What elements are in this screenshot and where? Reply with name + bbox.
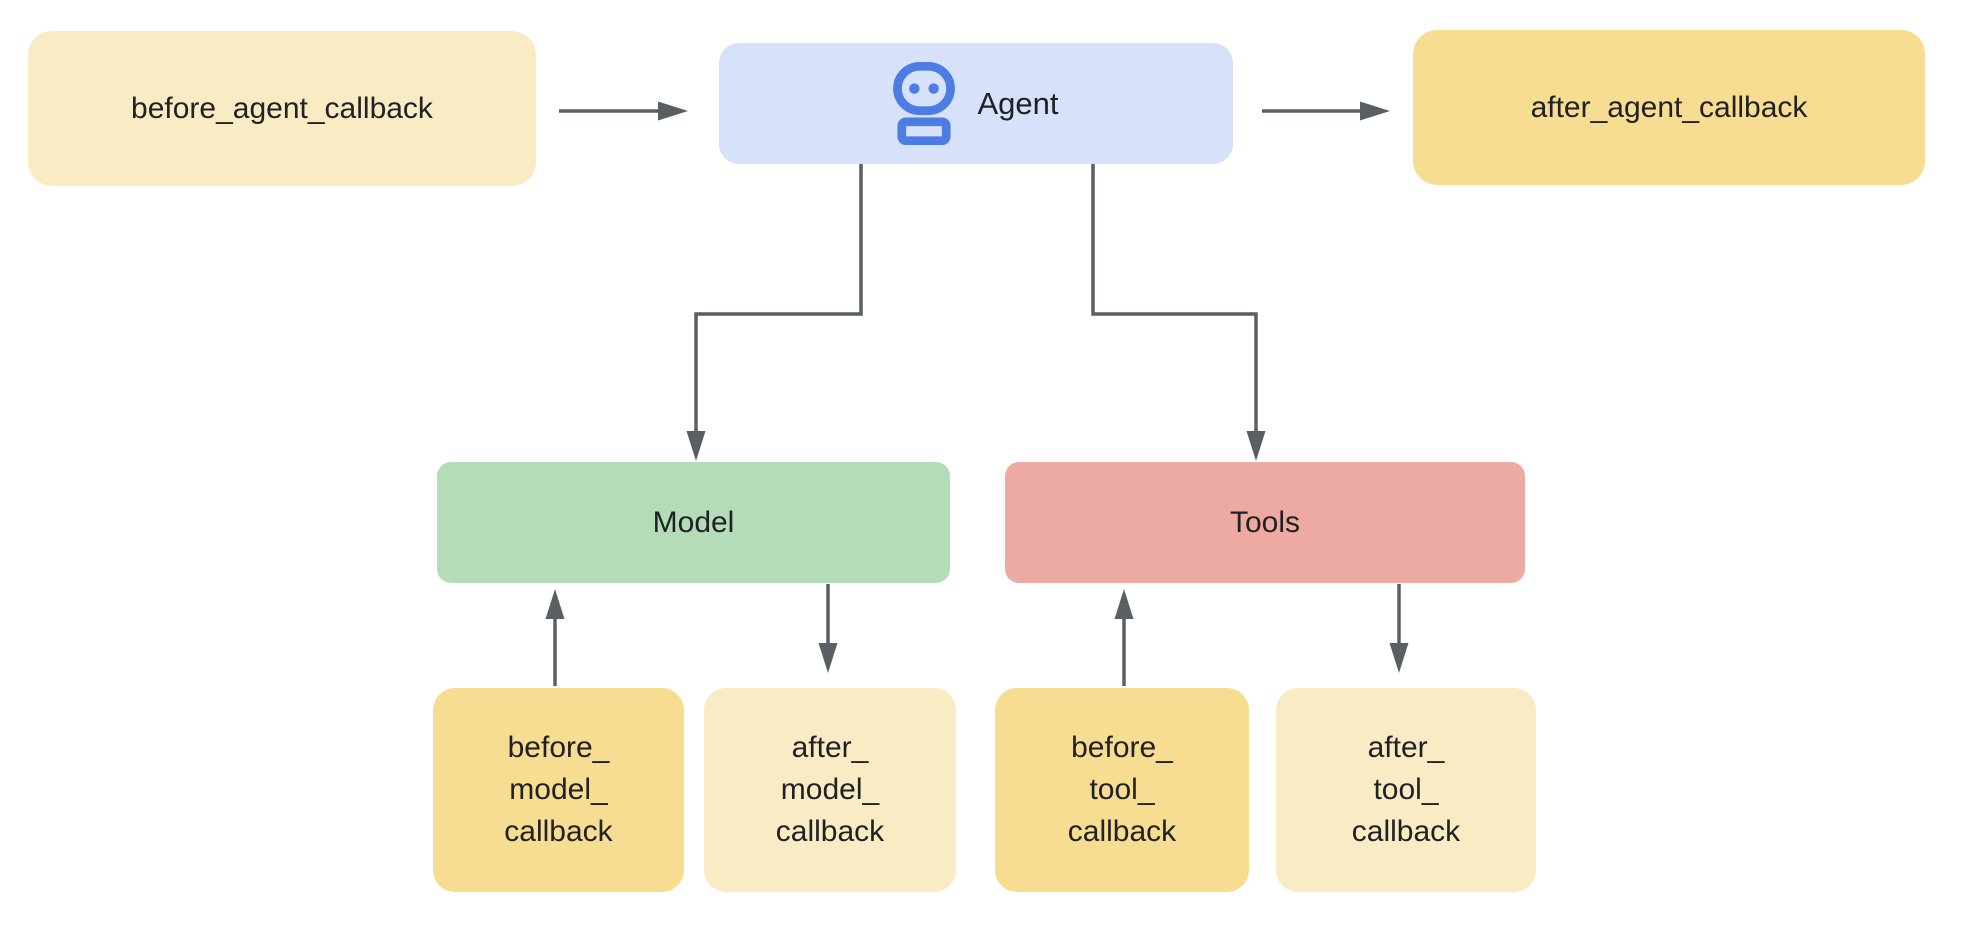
- node-agent: Agent: [719, 43, 1233, 164]
- node-label: after_agent_callback: [1530, 90, 1808, 124]
- node-label: after_ tool_ callback: [1351, 731, 1461, 848]
- node-label: before_ tool_ callback: [1067, 731, 1177, 848]
- edge-agent-to-after-agent: [1262, 101, 1390, 121]
- edge-before-agent-to-agent: [559, 101, 688, 121]
- node-label: after_ model_ callback: [775, 731, 885, 848]
- node-model: Model: [437, 462, 950, 583]
- node-after-model-callback: after_ model_ callback: [704, 688, 956, 892]
- node-after-agent-callback: after_agent_callback: [1413, 30, 1925, 185]
- robot-icon: [893, 62, 956, 145]
- node-label: before_ model_ callback: [504, 731, 613, 848]
- node-tools: Tools: [1005, 462, 1525, 583]
- node-after-tool-callback: after_ tool_ callback: [1276, 688, 1536, 892]
- node-before-model-callback: before_ model_ callback: [433, 688, 684, 892]
- edge-model-to-after-model: [818, 584, 838, 673]
- edge-agent-to-tools: [1091, 164, 1266, 461]
- node-label: Model: [652, 505, 735, 539]
- edge-tools-to-after-tool: [1389, 584, 1409, 673]
- edge-before-tool-to-tools: [1114, 589, 1134, 686]
- edge-agent-to-model: [686, 164, 863, 461]
- edge-before-model-to-model: [545, 589, 565, 686]
- node-before-agent-callback: before_agent_callback: [28, 31, 536, 186]
- node-label: before_agent_callback: [131, 91, 433, 125]
- node-label: Tools: [1229, 505, 1301, 539]
- node-label: Agent: [977, 85, 1059, 121]
- node-before-tool-callback: before_ tool_ callback: [995, 688, 1249, 892]
